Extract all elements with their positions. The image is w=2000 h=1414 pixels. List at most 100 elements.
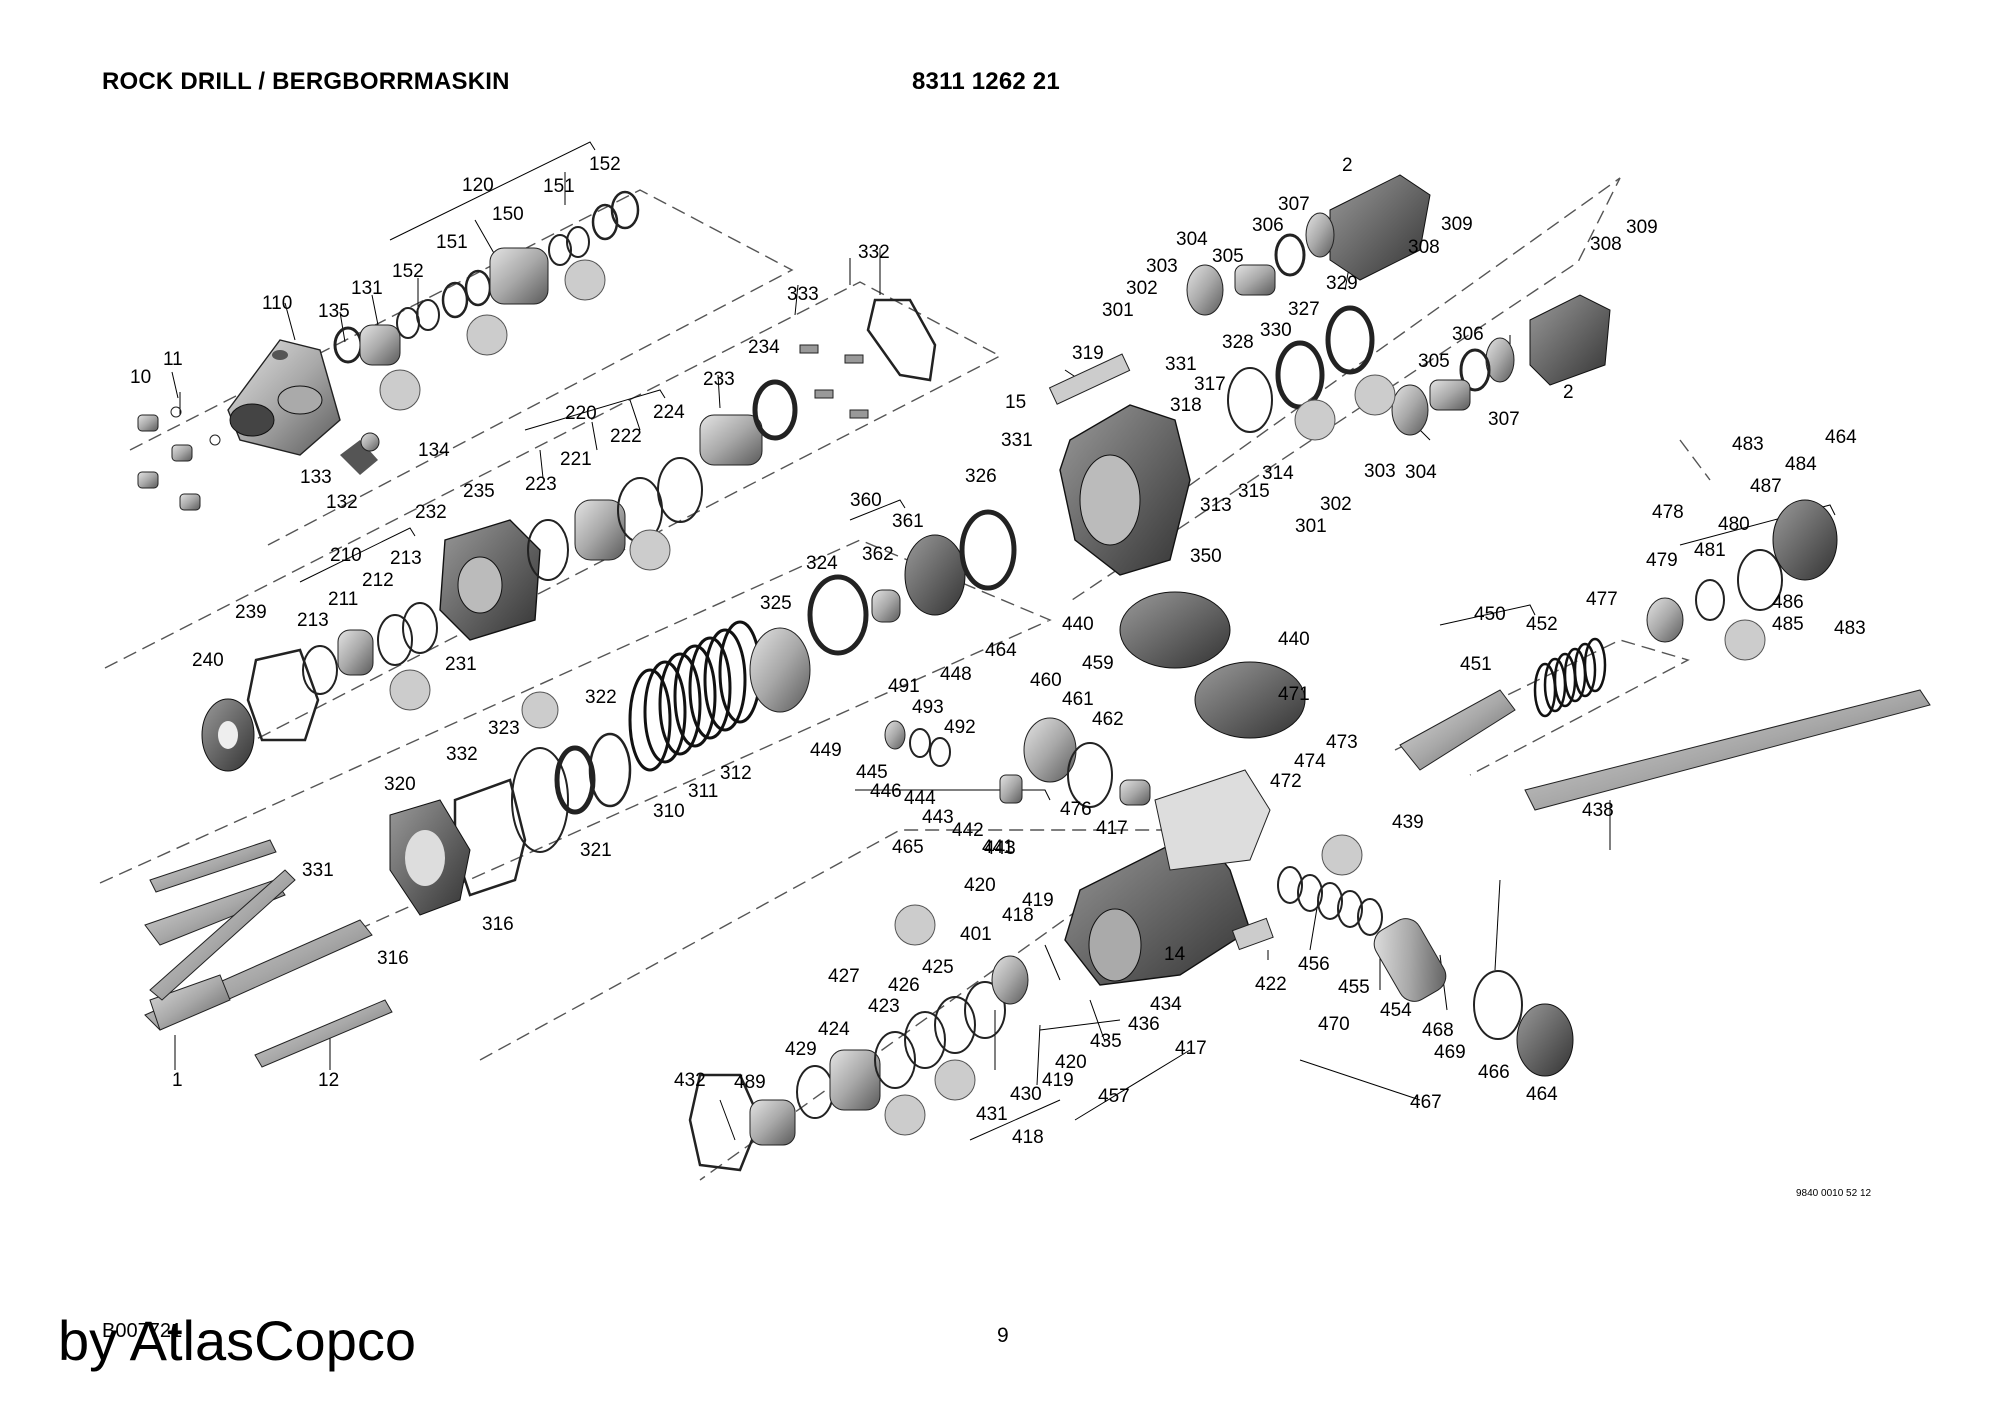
part-label: 303	[1146, 256, 1178, 277]
part-label: 135	[318, 301, 350, 322]
part-label: 483	[1834, 618, 1866, 639]
part-label: 441	[982, 837, 1014, 858]
part-label: 231	[445, 654, 477, 675]
part-label: 464	[1526, 1084, 1558, 1105]
part-label: 2	[1342, 155, 1353, 176]
part-label: 429	[785, 1039, 817, 1060]
part-label: 224	[653, 402, 685, 423]
part-label: 422	[1255, 974, 1287, 995]
part-label: 431	[976, 1104, 1008, 1125]
part-label: 419	[1022, 890, 1054, 911]
part-label: 455	[1338, 977, 1370, 998]
part-label: 132	[326, 492, 358, 513]
part-label: 131	[351, 278, 383, 299]
part-label: 456	[1298, 954, 1330, 975]
part-label: 474	[1294, 751, 1326, 772]
part-label: 325	[760, 593, 792, 614]
part-label: 424	[818, 1019, 850, 1040]
part-label: 232	[415, 502, 447, 523]
parts-row-rear-left	[201, 602, 438, 772]
damper-parts	[688, 904, 1029, 1172]
part-label: 420	[964, 875, 996, 896]
part-label: 319	[1072, 343, 1104, 364]
part-label: 449	[810, 740, 842, 761]
part-label: 361	[892, 511, 924, 532]
part-label: 473	[1326, 732, 1358, 753]
part-label: 329	[1326, 273, 1358, 294]
part-label: 313	[1200, 495, 1232, 516]
part-label: 326	[965, 466, 997, 487]
part-label: 234	[748, 337, 780, 358]
rotation-housing-350	[1048, 353, 1191, 576]
part-label: 133	[300, 467, 332, 488]
part-label: 461	[1062, 689, 1094, 710]
part-label: 438	[1582, 800, 1614, 821]
part-label: 451	[1460, 654, 1492, 675]
front-head-housing-110	[227, 339, 341, 456]
spring-310	[628, 620, 762, 772]
watermark: by AtlasCopco	[58, 1309, 416, 1372]
rotation-motor-lower	[1391, 294, 1611, 436]
part-label: 302	[1320, 494, 1352, 515]
part-label: 425	[922, 957, 954, 978]
part-label: 471	[1278, 684, 1310, 705]
part-label: 472	[1270, 771, 1302, 792]
part-label: 11	[163, 349, 183, 370]
part-label: 311	[688, 781, 718, 802]
part-label: 477	[1586, 589, 1618, 610]
page-number: 9	[997, 1324, 1009, 1347]
part-label: 486	[1772, 592, 1804, 613]
part-label: 321	[580, 840, 612, 861]
part-label: 312	[720, 763, 752, 784]
part-label: 110	[262, 293, 292, 314]
part-label: 443	[922, 807, 954, 828]
part-label: 314	[1262, 463, 1294, 484]
part-labels: 10 11 110 135 131 120 151 152 150 151 15…	[130, 154, 1872, 1199]
flushing-and-rod-parts	[1399, 499, 1931, 811]
part-label: 221	[560, 449, 592, 470]
part-label: 301	[1102, 300, 1134, 321]
part-label: 492	[944, 717, 976, 738]
part-label: 439	[1392, 812, 1424, 833]
part-label: 478	[1652, 502, 1684, 523]
part-label: 467	[1410, 1092, 1442, 1113]
part-label: 489	[734, 1072, 766, 1093]
part-label: 479	[1646, 550, 1678, 571]
part-label: 309	[1626, 217, 1658, 238]
part-label: 332	[446, 744, 478, 765]
part-label: 316	[377, 948, 409, 969]
part-label: 151	[543, 176, 575, 197]
part-label: 445	[856, 762, 888, 783]
screws-10	[137, 406, 221, 511]
part-label: 12	[318, 1070, 339, 1091]
part-label: 306	[1452, 324, 1484, 345]
part-label: 120	[462, 175, 494, 196]
part-label: 315	[1238, 481, 1270, 502]
part-label: 460	[1030, 670, 1062, 691]
part-label: 362	[862, 544, 894, 565]
part-label: 213	[390, 548, 422, 569]
part-label: 459	[1082, 653, 1114, 674]
part-label: 418	[1012, 1127, 1044, 1148]
part-label: 446	[870, 781, 902, 802]
part-label: 233	[703, 369, 735, 390]
part-label: 462	[1092, 709, 1124, 730]
part-label: 434	[1150, 994, 1182, 1015]
part-label: 442	[952, 820, 984, 841]
part-label: 305	[1418, 351, 1450, 372]
part-label: 470	[1318, 1014, 1350, 1035]
part-label: 212	[362, 570, 394, 591]
part-label: 444	[904, 788, 936, 809]
part-label: 443	[984, 838, 1016, 859]
part-label: 223	[525, 474, 557, 495]
part-label: 435	[1090, 1031, 1122, 1052]
part-label: 134	[418, 440, 450, 461]
part-label: 323	[488, 718, 520, 739]
part-label: 450	[1474, 604, 1506, 625]
part-label: 222	[610, 426, 642, 447]
part-label: 448	[940, 664, 972, 685]
part-label: 418	[1002, 905, 1034, 926]
valve-block-440	[1119, 591, 1306, 739]
part-label: 14	[1164, 944, 1186, 965]
